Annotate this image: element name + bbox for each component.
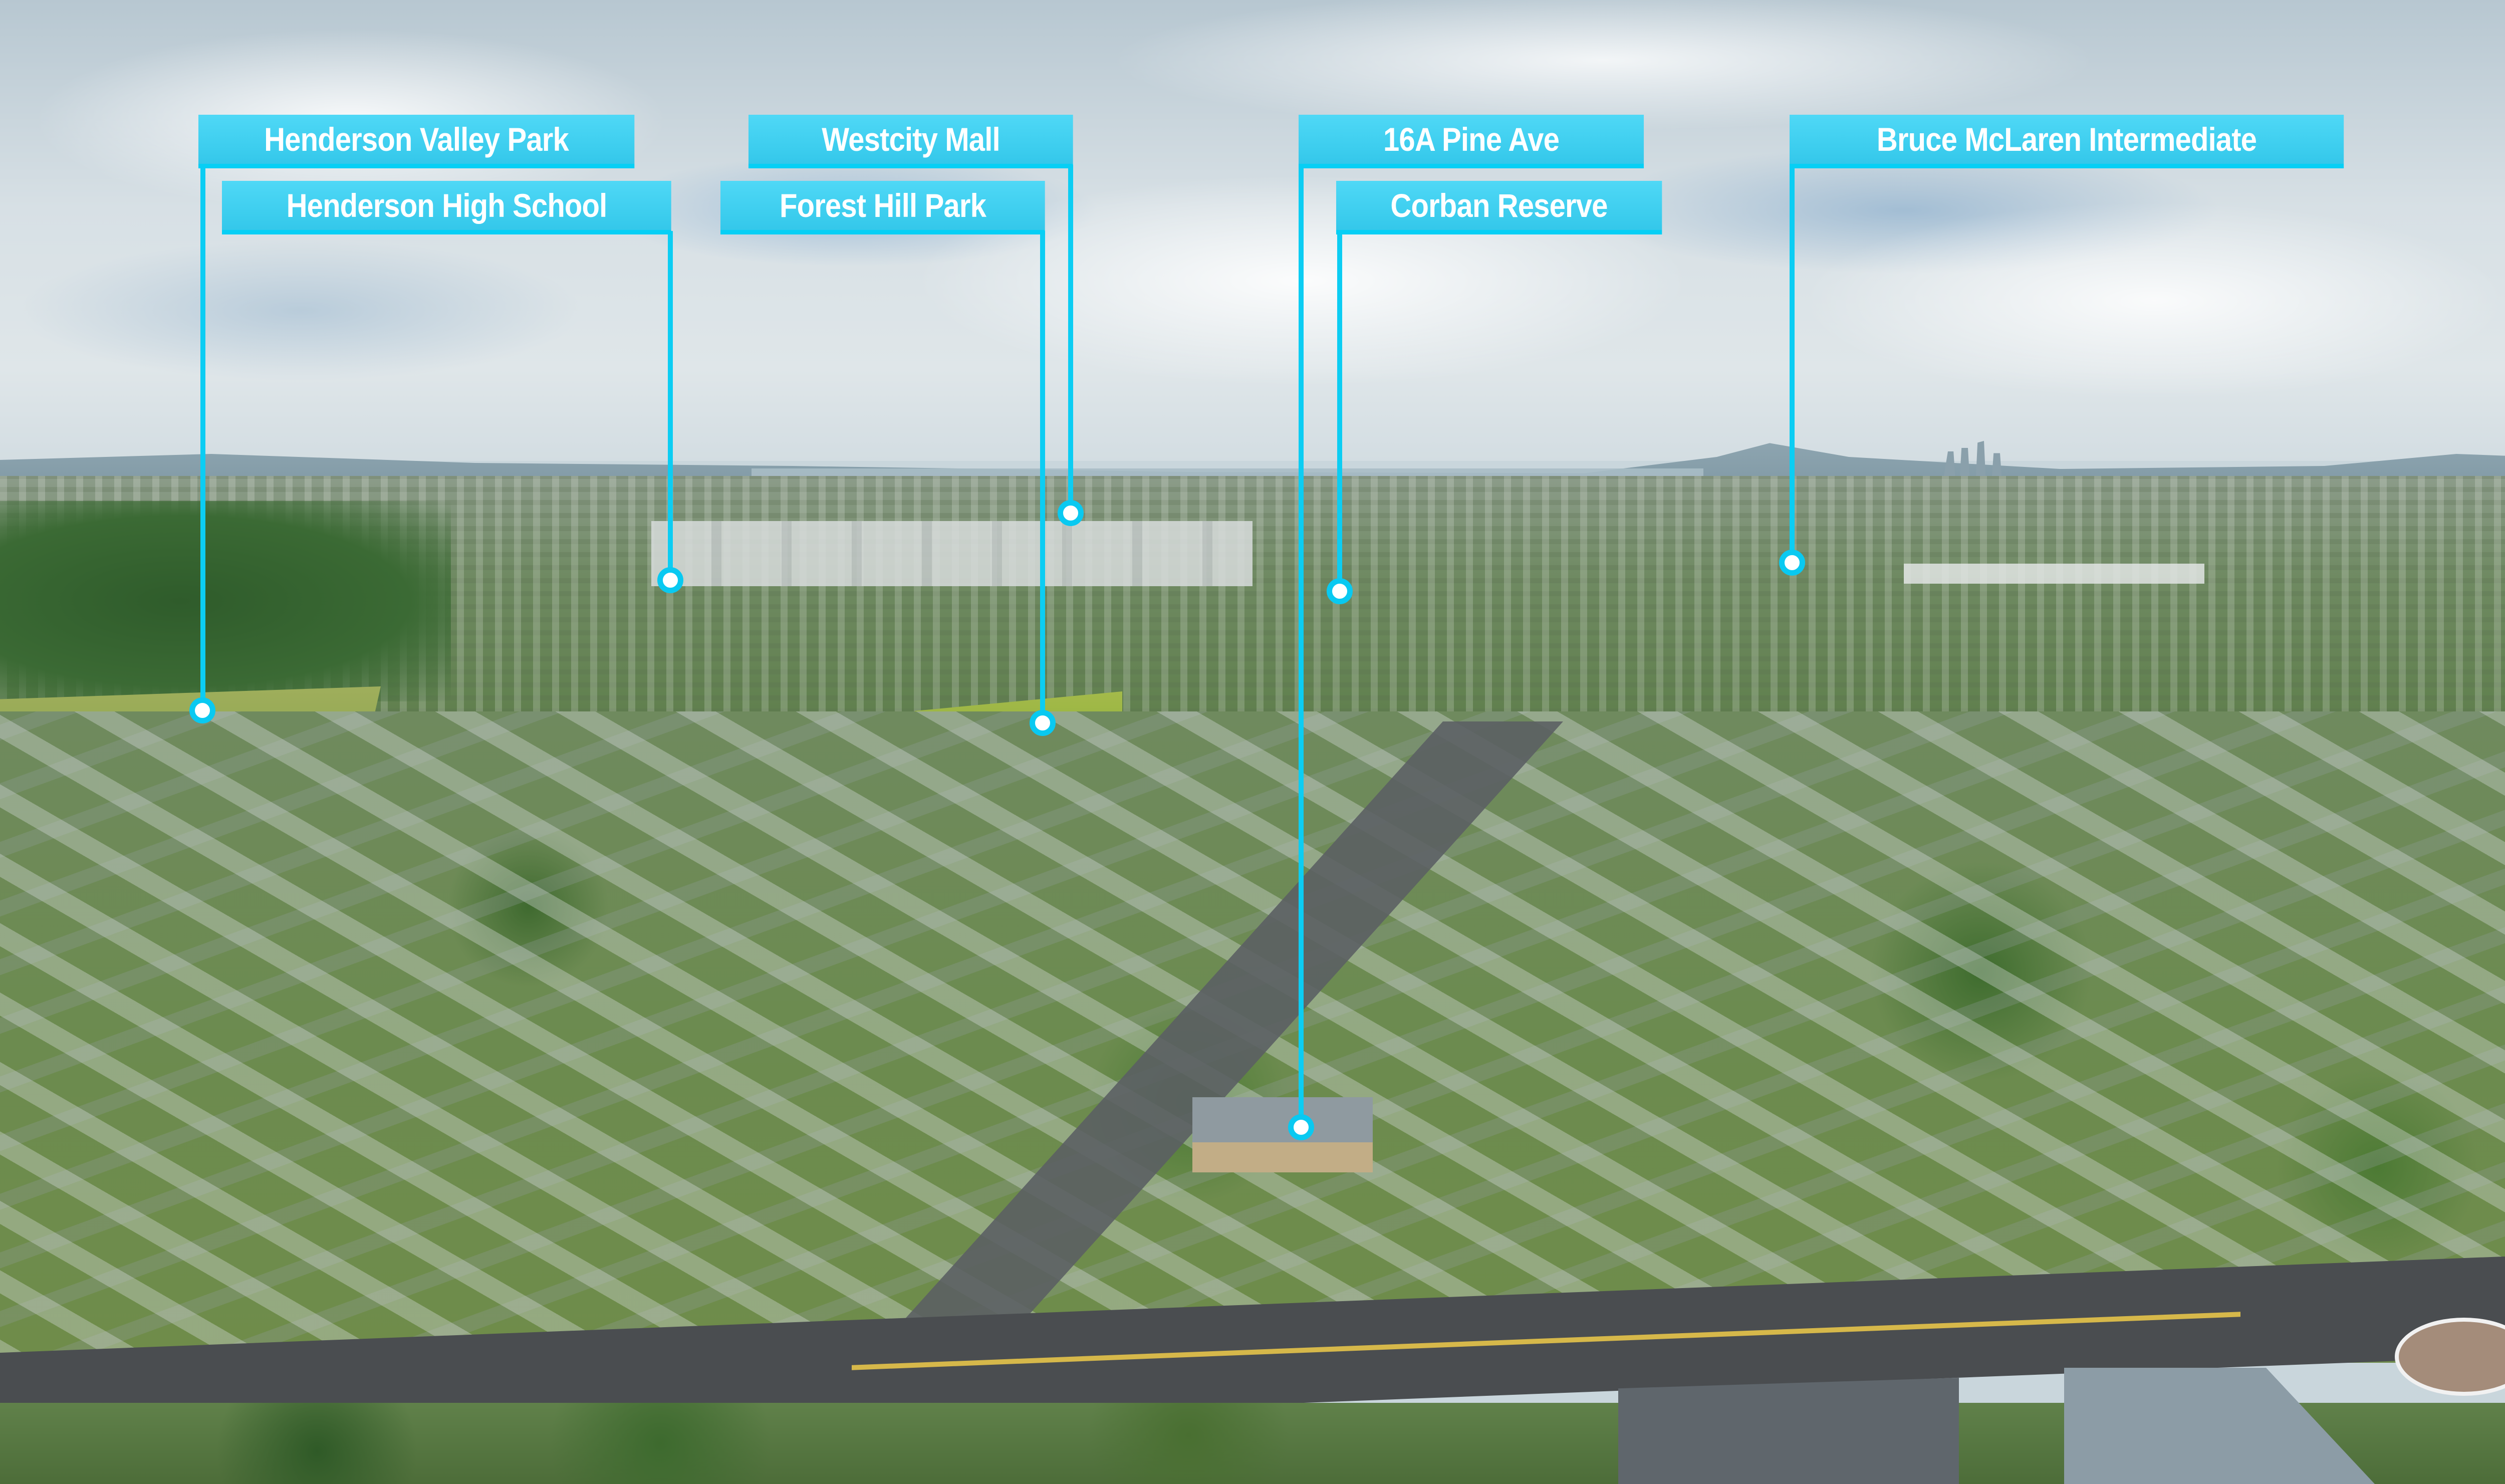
location-pin-icon[interactable]	[1288, 1114, 1314, 1140]
location-pin-icon[interactable]	[189, 697, 215, 723]
leader-line	[1040, 231, 1045, 713]
bush-area	[0, 501, 451, 701]
subject-property	[1192, 1097, 1373, 1172]
industrial-buildings	[651, 521, 1252, 586]
leader-line	[668, 231, 673, 570]
location-pin-icon[interactable]	[1030, 710, 1056, 736]
poi-label: Henderson Valley Park	[198, 115, 634, 168]
leader-line	[200, 165, 205, 700]
poi-label: Westcity Mall	[748, 115, 1073, 168]
location-pin-icon[interactable]	[657, 567, 683, 593]
poi-label: Corban Reserve	[1336, 181, 1662, 234]
location-pin-icon[interactable]	[1779, 550, 1805, 576]
leader-line	[1299, 165, 1304, 1117]
poi-label: Bruce McLaren Intermediate	[1790, 115, 2344, 168]
school-buildings	[1904, 564, 2204, 584]
poi-label: 16A Pine Ave	[1299, 115, 1644, 168]
location-pin-icon[interactable]	[1058, 500, 1084, 526]
foreground-house-dark-roof	[1618, 1378, 1959, 1484]
poi-label: Forest Hill Park	[720, 181, 1045, 234]
roundabout	[2395, 1318, 2505, 1396]
location-pin-icon[interactable]	[1327, 578, 1353, 604]
leader-line	[1337, 231, 1342, 581]
poi-label: Henderson High School	[222, 181, 671, 234]
leader-line	[1790, 165, 1795, 553]
leader-line	[1068, 165, 1073, 503]
